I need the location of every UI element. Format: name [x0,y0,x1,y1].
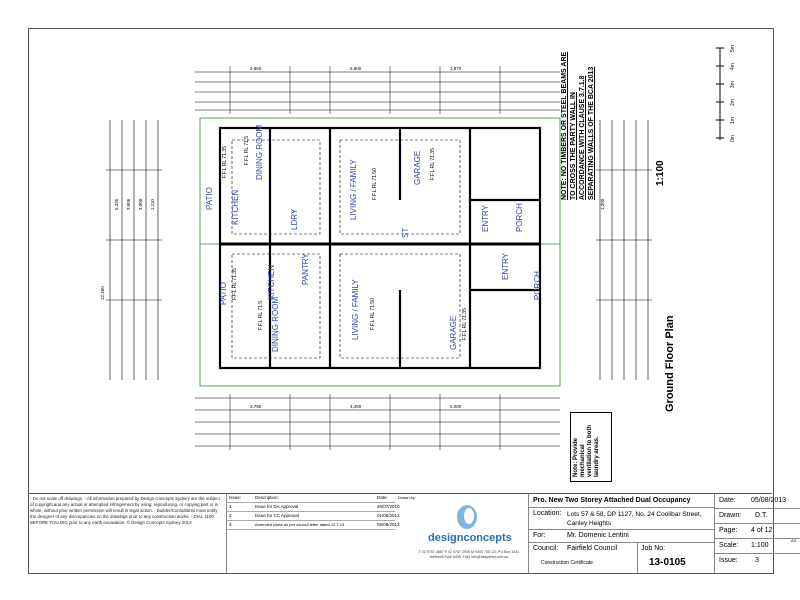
svg-text:F.F.L RL 71.35: F.F.L RL 71.35 [232,268,238,300]
scale-label-2m: 2m [730,99,736,106]
sheet-size: A3 [791,538,796,543]
svg-text:2,860: 2,860 [250,66,262,71]
svg-text:12,460: 12,460 [100,286,105,300]
issues-table: Issue: Description: Date: 1 Issue for DA… [226,494,400,573]
date-label: Date: [719,497,736,504]
svg-text:5,335: 5,335 [114,198,119,210]
room-label-entry: ENTRY [481,204,490,232]
issue-row: 3 Amended plans as per council letter da… [227,521,400,530]
svg-text:3,000: 3,000 [138,198,143,210]
scale-bar: 5m 4m 3m 2m 1m 0m [700,40,740,150]
for-label: For: [533,532,546,539]
sheet-date: 05/08/2013 [751,497,787,504]
room-label-porch: PORCH [515,203,524,232]
issue-value: 3 [755,557,759,564]
disclaimer-text: - Do not scale off drawings. - All infor… [30,496,220,525]
certificate-type: Construction Certificate [541,560,593,566]
job-label: Job No: [641,545,666,552]
svg-text:F.F.L RL 71.5: F.F.L RL 71.5 [258,301,264,330]
svg-text:1,110: 1,110 [150,199,155,210]
scale-label-0m: 0m [730,135,736,142]
svg-text:1,870: 1,870 [450,66,462,71]
project-location: Lots 57 & 58, DP 1127, No. 24 Coolibar S… [567,511,702,527]
svg-text:F.F.L RL 71.35: F.F.L RL 71.35 [222,146,228,178]
client-name: Mr. Domenic Lentini [567,532,629,539]
issue-row: 2 Issue for CC Approval 01/05/2013 [227,512,400,521]
room-label-patio-2: PATIO [219,282,228,305]
scale-label-1m: 1m [730,117,736,124]
scale-label: Scale: [719,542,739,549]
project-info: Pro. New Two Storey Attached Dual Occupa… [528,494,715,573]
svg-text:F.F.L RL 71.5: F.F.L RL 71.5 [244,136,250,165]
page-value: 4 of 12 [751,527,773,534]
drawn-value: D.T. [755,512,768,519]
scale-label-3m: 3m [730,81,736,88]
svg-text:6,600: 6,600 [350,66,362,71]
issues-header: Issue: Description: Date: [227,494,395,503]
party-wall-note: NOTE: NO TIMBERS OR STEEL BEAMS ARE TO C… [561,51,595,200]
svg-text:4,450: 4,450 [350,404,362,409]
room-label-store: ST [401,228,410,238]
svg-text:1,200: 1,200 [600,198,605,210]
svg-text:3,005: 3,005 [126,198,131,210]
svg-text:F.F.L RL 71.35: F.F.L RL 71.35 [430,148,436,180]
room-label-entry-2: ENTRY [501,252,510,280]
svg-text:5,000: 5,000 [450,404,462,409]
job-number: 13-0105 [649,557,686,568]
room-label-kitchen-2: KITCHEN [267,265,276,300]
logo-mark-icon [457,505,477,529]
room-label-living: LIVING / FAMILY [349,159,358,220]
room-label-living-2: LIVING / FAMILY [351,279,360,340]
company-contact: T 02 9757 4867 F 02 9757 2936 M 0405 735… [418,550,520,559]
company-logo-area: Drawn by designconcepts T 02 9757 4867 F… [396,494,528,573]
issue-row: 1 Issue for DA Approval 26/07/2010 [227,503,400,512]
title-block: - Do not scale off drawings. - All infor… [28,493,800,573]
council-name: Fairfield Council [567,545,618,552]
council-label: Council: [533,545,559,552]
svg-text:F.F.L RL 71.50: F.F.L RL 71.50 [372,168,378,200]
room-label-dining-2: DINING ROOM [271,297,280,352]
issue-label: Issue: [719,557,738,564]
room-label-garage: GARAGE [413,151,422,185]
scale-label-5m: 5m [730,45,736,52]
svg-text:F.F.L RL 71.50: F.F.L RL 71.50 [370,298,376,330]
room-label-patio: PATIO [205,187,214,210]
room-label-dining: DINING ROOM [255,125,264,180]
company-logo: designconcepts [428,532,512,544]
page-label: Page: [719,527,738,534]
location-label: Location: [533,510,562,517]
svg-text:F.F.L RL 71.35: F.F.L RL 71.35 [462,308,468,340]
sheet-info: Date: 05/08/2013 Drawn: D.T. Page: 4 of … [714,494,800,573]
scale-value: 1:100 [751,542,769,549]
scale-label-4m: 4m [730,63,736,70]
svg-text:3,790: 3,790 [250,404,262,409]
drawn-label: Drawn: [719,512,742,519]
project-title: Pro. New Two Storey Attached Dual Occupa… [533,497,691,504]
room-label-pantry: PANTRY [301,253,310,285]
room-label-laundry: LDRY [290,208,299,230]
plan-title: Ground Floor Plan [664,315,676,412]
plan-scale: 1:100 [655,160,666,186]
room-label-porch-2: PORCH [533,271,542,300]
room-label-garage-2: GARAGE [449,316,458,350]
ventilation-note: Note: Provide mechanical ventilation to … [570,412,612,482]
room-label-kitchen: KITCHEN [231,190,240,225]
drawn-by-label: Drawn by [398,495,415,500]
